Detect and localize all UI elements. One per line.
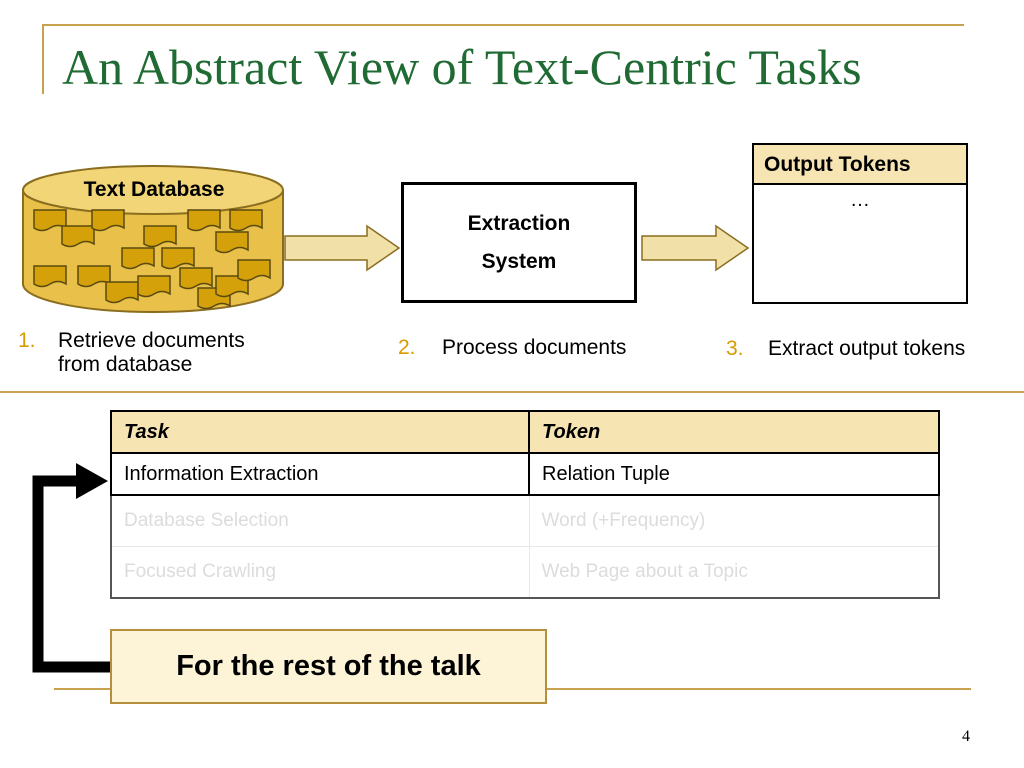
arrow-right-icon — [641, 224, 750, 272]
document-icons — [33, 209, 271, 310]
database-label: Text Database — [83, 178, 225, 201]
step-number: 3. — [726, 337, 744, 360]
task-cell: Database Selection — [110, 494, 530, 547]
extraction-system-box: Extraction System — [401, 182, 637, 303]
bottom-rule-right — [547, 688, 971, 690]
step-extract: 3. Extract output tokens — [726, 337, 965, 361]
task-cell: Information Extraction — [110, 452, 530, 496]
frame-left-rule — [42, 24, 44, 94]
database-cylinder-icon — [22, 165, 284, 313]
task-cell: Focused Crawling — [110, 546, 530, 599]
frame-top-rule — [42, 24, 964, 26]
task-token-table: Task Token Information Extraction Relati… — [110, 410, 940, 599]
table-row: Database Selection Word (+Frequency) — [110, 494, 940, 547]
extraction-label-line2: System — [481, 249, 557, 273]
page-number: 4 — [962, 728, 970, 745]
arrow-right-icon — [284, 224, 401, 272]
output-tokens-header: Output Tokens — [754, 145, 966, 185]
section-divider — [0, 391, 1024, 393]
step-retrieve: 1. Retrieve documents from database — [14, 329, 245, 377]
step-text: Process documents — [442, 336, 627, 359]
rest-of-talk-callout: For the rest of the talk — [110, 629, 547, 704]
column-header-token: Token — [528, 410, 940, 454]
token-cell: Web Page about a Topic — [528, 546, 940, 599]
step-number: 1. — [18, 329, 36, 352]
step-text: Extract output tokens — [768, 337, 966, 360]
table-row: Focused Crawling Web Page about a Topic — [110, 546, 940, 599]
slide-title: An Abstract View of Text-Centric Tasks — [62, 39, 862, 95]
table-header-row: Task Token — [110, 410, 940, 454]
column-header-task: Task — [110, 410, 530, 454]
output-tokens-ellipsis: … — [850, 189, 870, 211]
output-tokens-box: Output Tokens … — [752, 143, 968, 304]
extraction-label-line1: Extraction — [467, 211, 571, 235]
step-process: 2. Process documents — [398, 336, 626, 360]
token-cell: Relation Tuple — [528, 452, 940, 496]
step-number: 2. — [398, 336, 416, 359]
step-text-continued: from database — [58, 353, 193, 376]
loop-arrow-icon — [32, 463, 112, 673]
step-text: Retrieve documents — [58, 329, 245, 352]
bottom-rule-left — [54, 688, 110, 690]
table-row: Information Extraction Relation Tuple — [110, 452, 940, 496]
token-cell: Word (+Frequency) — [528, 494, 940, 547]
